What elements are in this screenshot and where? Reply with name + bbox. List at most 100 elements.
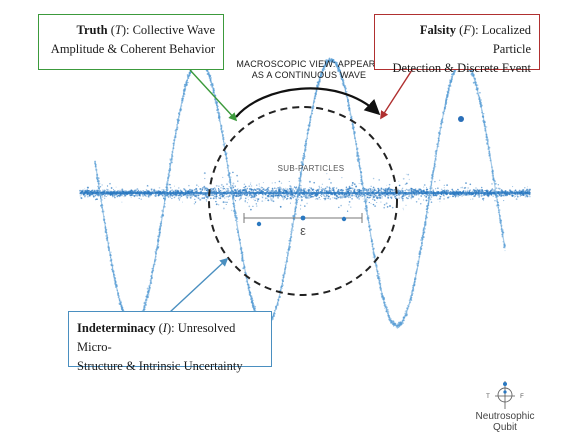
axis-particle: [402, 195, 404, 197]
axis-particle: [215, 203, 218, 206]
axis-particle: [283, 197, 285, 199]
wave-particle: [304, 157, 306, 159]
axis-particle: [87, 196, 89, 198]
axis-particle: [234, 195, 236, 197]
axis-particle: [251, 197, 253, 199]
axis-particle: [288, 187, 291, 190]
axis-particle: [376, 201, 378, 204]
axis-particle: [134, 194, 136, 197]
axis-particle: [454, 196, 457, 198]
axis-particle: [203, 172, 206, 175]
axis-particle: [474, 195, 476, 198]
axis-particle: [250, 190, 253, 192]
axis-particle: [262, 197, 264, 199]
axis-particle: [398, 189, 401, 192]
axis-particle: [239, 189, 242, 191]
axis-particle: [408, 194, 410, 196]
axis-particle: [312, 195, 314, 198]
axis-particle: [323, 194, 325, 197]
axis-particle: [348, 189, 351, 191]
axis-particle: [119, 193, 122, 196]
axis-particle: [225, 195, 228, 198]
axis-particle: [270, 195, 273, 198]
axis-particle: [262, 195, 264, 197]
axis-particle: [280, 182, 283, 184]
axis-particle: [204, 189, 206, 191]
axis-particle: [331, 189, 333, 191]
axis-particle: [385, 202, 388, 205]
axis-particle: [278, 188, 281, 191]
axis-particle: [271, 189, 274, 191]
axis-particle: [199, 188, 202, 190]
axis-particle: [371, 189, 374, 191]
axis-particle: [443, 187, 445, 189]
axis-particle: [314, 198, 316, 200]
axis-particle: [402, 177, 405, 180]
axis-particle: [239, 194, 242, 197]
axis-particle: [333, 197, 336, 199]
axis-particle: [402, 209, 404, 211]
axis-particle: [493, 190, 495, 192]
axis-particle: [217, 187, 220, 189]
axis-particle: [180, 195, 183, 198]
axis-particle: [124, 194, 127, 197]
axis-particle: [231, 184, 234, 187]
axis-particle: [232, 182, 235, 185]
axis-particle: [423, 184, 426, 186]
axis-particle: [406, 197, 408, 199]
axis-particle: [412, 188, 415, 191]
axis-particle: [482, 199, 485, 202]
axis-particle: [235, 195, 237, 197]
axis-particle: [194, 198, 196, 200]
axis-particle: [492, 195, 494, 197]
axis-particle: [370, 202, 372, 205]
axis-particle: [310, 187, 313, 190]
axis-particle: [358, 197, 361, 200]
axis-particle: [159, 194, 162, 196]
axis-particle: [327, 197, 329, 200]
axis-particle: [346, 210, 349, 212]
axis-particle: [201, 189, 204, 191]
axis-particle: [200, 188, 202, 190]
axis-particle: [105, 193, 107, 196]
axis-particle: [205, 194, 207, 196]
axis-particle: [300, 198, 303, 201]
axis-particle: [316, 198, 319, 200]
axis-particle: [218, 185, 220, 187]
axis-particle: [372, 195, 374, 196]
axis-particle: [526, 195, 529, 198]
axis-particle: [174, 189, 177, 191]
axis-particle: [408, 190, 410, 192]
axis-particle: [110, 187, 113, 189]
axis-particle: [401, 188, 403, 190]
axis-particle: [270, 199, 272, 201]
axis-particle: [140, 198, 142, 200]
axis-particle: [342, 189, 344, 192]
axis-particle: [218, 204, 220, 206]
axis-particle: [512, 186, 514, 188]
axis-particle: [315, 198, 318, 200]
axis-particle: [266, 187, 269, 190]
axis-particle: [322, 188, 325, 190]
axis-particle: [384, 195, 386, 197]
axis-particle: [524, 196, 526, 198]
axis-particle: [481, 194, 484, 197]
axis-particle: [197, 190, 199, 192]
axis-particle: [280, 187, 282, 189]
axis-particle: [215, 200, 217, 203]
axis-particle: [250, 185, 253, 187]
axis-particle: [256, 188, 259, 190]
axis-particle: [297, 198, 300, 200]
axis-particle: [513, 196, 515, 198]
axis-particle: [358, 183, 360, 185]
axis-particle: [256, 190, 257, 192]
axis-particle: [480, 190, 482, 193]
axis-particle: [248, 188, 251, 190]
axis-particle: [121, 188, 124, 191]
axis-particle: [321, 183, 324, 185]
axis-particle: [293, 194, 295, 196]
axis-particle: [255, 184, 258, 186]
axis-particle: [445, 190, 448, 192]
axis-particle: [341, 177, 343, 179]
axis-particle: [212, 188, 215, 190]
